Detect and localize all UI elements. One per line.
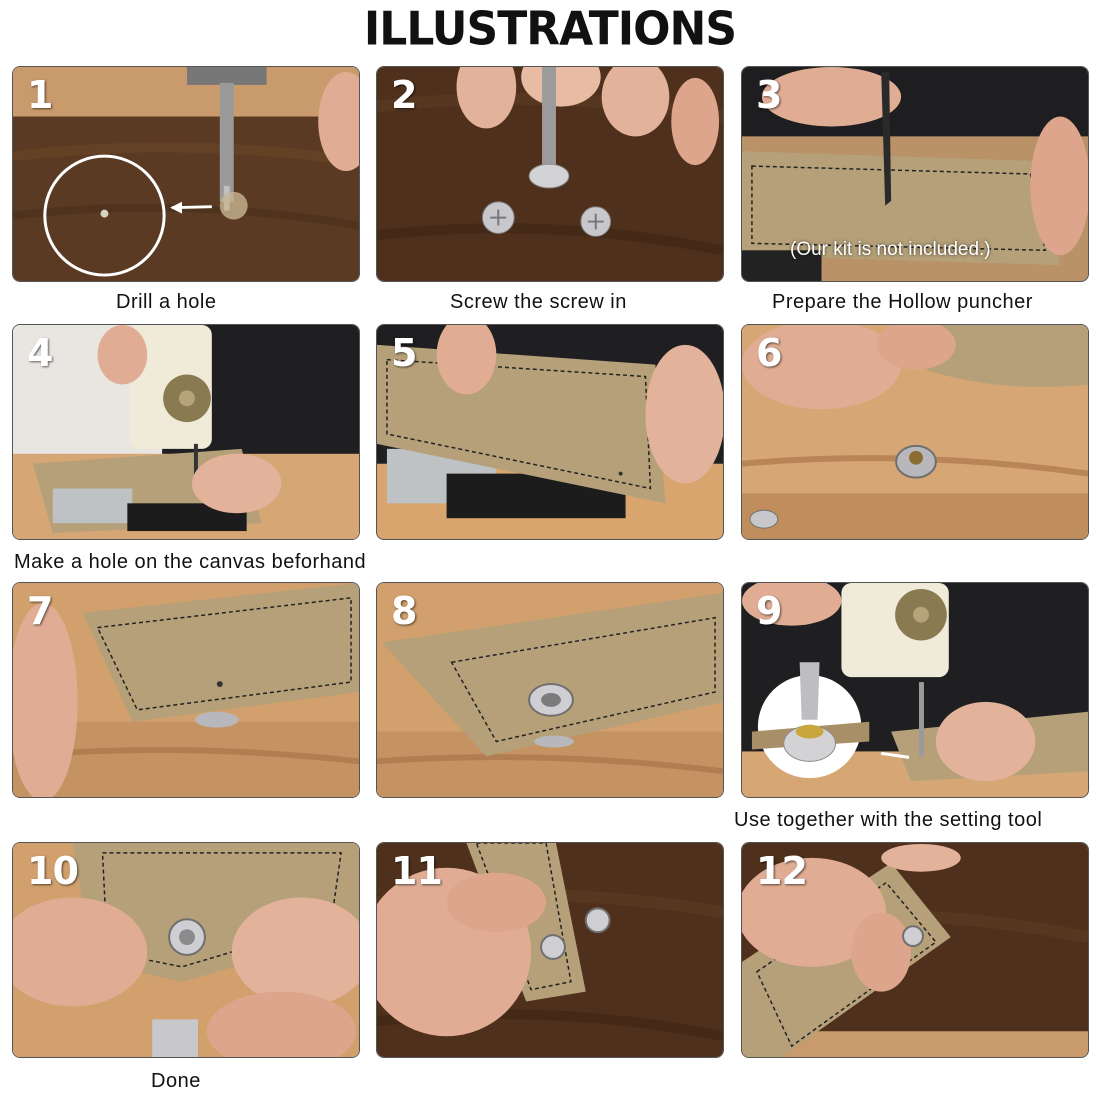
step-8-panel: 8 — [376, 582, 724, 798]
eyelet-in-canvas-photo — [377, 583, 723, 797]
step-number: 6 — [756, 331, 782, 375]
snap-fastened-photo — [742, 843, 1088, 1057]
mallet-photo — [13, 325, 359, 539]
step-number: 7 — [27, 589, 53, 633]
step-number: 5 — [391, 331, 417, 375]
step-number: 4 — [27, 331, 53, 375]
step-12-panel: 12 — [741, 842, 1089, 1058]
step-number: 3 — [756, 73, 782, 117]
screw-photo — [377, 67, 723, 281]
step-number: 1 — [27, 73, 53, 117]
step-6-panel: 6 — [741, 324, 1089, 540]
page-title: ILLUSTRATIONS — [363, 2, 737, 57]
kit-not-included-note: (Our kit is not included.) — [790, 239, 991, 260]
drill-photo — [13, 67, 359, 281]
step-7-panel: 7 — [12, 582, 360, 798]
step-9-caption: Use together with the setting tool — [734, 809, 1043, 831]
done-snap-photo — [13, 843, 359, 1057]
step-number: 11 — [391, 849, 443, 893]
hollow-puncher-photo — [742, 67, 1088, 281]
setting-tool-photo — [742, 583, 1088, 797]
step-1-panel: 1 — [12, 66, 360, 282]
step-number: 2 — [391, 73, 417, 117]
step-number: 8 — [391, 589, 417, 633]
step-11-panel: 11 — [376, 842, 724, 1058]
step-3-panel: 3 (Our kit is not included.) — [741, 66, 1089, 282]
canvas-hole-photo — [377, 325, 723, 539]
canvas-over-socket-photo — [13, 583, 359, 797]
socket-photo — [742, 325, 1088, 539]
step-2-panel: 2 — [376, 66, 724, 282]
step-number: 12 — [756, 849, 808, 893]
step-10-caption: Done — [151, 1070, 201, 1092]
step-1-caption: Drill a hole — [116, 291, 217, 313]
step-5-panel: 5 — [376, 324, 724, 540]
step-number: 9 — [756, 589, 782, 633]
step-3-caption: Prepare the Hollow puncher — [772, 291, 1033, 313]
step-4-panel: 4 — [12, 324, 360, 540]
step-number: 10 — [27, 849, 79, 893]
step-9-panel: 9 — [741, 582, 1089, 798]
step-4-caption: Make a hole on the canvas beforhand — [14, 551, 367, 573]
step-2-caption: Screw the screw in — [450, 291, 627, 313]
step-10-panel: 10 — [12, 842, 360, 1058]
snap-attached-photo — [377, 843, 723, 1057]
